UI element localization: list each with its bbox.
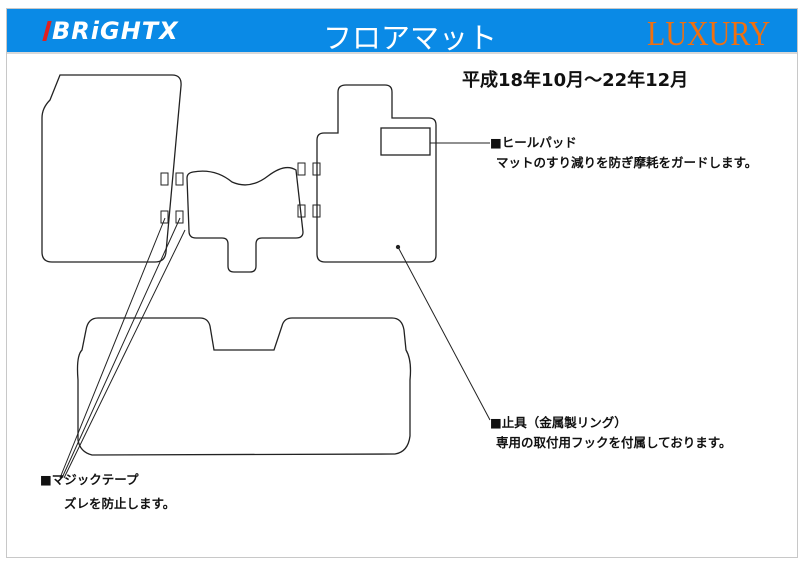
frame	[6, 8, 798, 558]
heel-pad-callout: ■ヒールパッド マットのすり減りを防ぎ摩耗をガードします。	[490, 133, 757, 173]
header-banner: BRiGHTX フロアマット LUXURY	[7, 9, 797, 55]
callout-title: ■ヒールパッド	[490, 135, 577, 150]
rear-mat	[76, 317, 412, 456]
retainer-callout: ■止具（金属製リング） 専用の取付用フックを付属しております。	[490, 413, 732, 453]
leader-lines	[59, 142, 491, 479]
model-period: 平成18年10月～22年12月	[462, 70, 689, 91]
product-title: フロアマット	[323, 21, 498, 55]
callout-desc: ズレを防止します。	[64, 496, 176, 511]
passenger-mat	[41, 74, 182, 263]
brand-text: BRiGHTX	[52, 17, 179, 45]
grade-label: LUXURY	[647, 15, 771, 53]
velcro-tabs	[160, 162, 321, 224]
callout-title: ■マジックテープ	[40, 472, 139, 487]
brand-logo: BRiGHTX	[42, 17, 179, 45]
center-mat	[186, 166, 304, 273]
driver-mat	[316, 84, 437, 263]
callout-desc: マットのすり減りを防ぎ摩耗をガードします。	[496, 155, 758, 170]
velcro-callout: ■マジックテープ ズレを防止します。	[40, 470, 175, 514]
callout-desc: 専用の取付用フックを付属しております。	[496, 435, 732, 450]
heel-pad	[380, 127, 431, 156]
callout-title: ■止具（金属製リング）	[490, 415, 627, 430]
